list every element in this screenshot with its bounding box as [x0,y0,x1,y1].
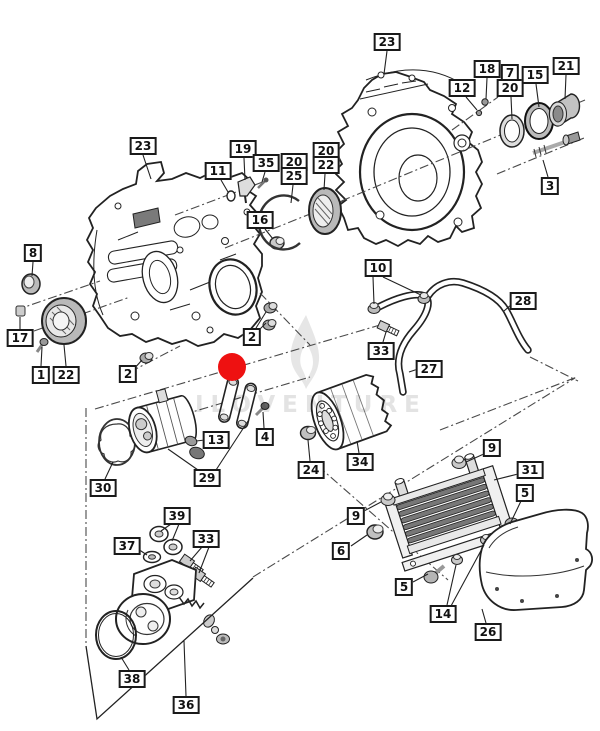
cap-17 [15,305,26,317]
oil-pump-body [131,559,197,616]
part-label-18: 18 [473,60,501,78]
part-label-36: 36 [172,696,200,714]
part-label-6: 6 [331,542,351,560]
leader-lines [19,50,567,697]
part-label-20: 20 [312,142,340,160]
part-label-2: 2 [242,328,262,346]
part-label-25: 25 [280,167,308,185]
bushing-21 [548,93,581,127]
part-label-16: 16 [246,211,274,229]
cap-under-13 [189,446,205,460]
flywheel-housing [332,69,484,248]
hose-nut-10 [367,302,381,314]
part-label-38: 38 [118,670,146,688]
part-label-17: 17 [6,329,34,347]
bearing-20-22 [308,187,342,235]
oil-hose-28 [424,277,532,354]
ball-18 [481,98,489,106]
seal-15 [524,102,554,140]
filter-adapter-29 [127,388,198,454]
nut-9 [380,492,396,506]
plug-24 [299,425,317,441]
cooler-cover-26 [478,508,593,611]
plug-6 [366,524,384,540]
part-label-12: 12 [448,79,476,97]
oil-pipe [235,382,258,430]
part-label-10: 10 [364,259,392,277]
plug-2-left [139,352,154,364]
part-label-33: 33 [192,530,220,548]
part-label-35: 35 [252,154,280,172]
plugs-2-right [262,302,278,331]
oil-cooler-31 [383,453,513,572]
part-label-9: 9 [482,439,502,457]
part-label-14: 14 [429,605,457,623]
part-label-11: 11 [204,162,232,180]
bolt-3 [532,131,581,158]
part-label-1: 1 [31,366,51,384]
oil-hose-27 [371,291,432,396]
ball-12 [475,109,483,117]
part-label-28: 28 [509,292,537,310]
part-label-34: 34 [346,453,374,471]
crankcase-housing [85,160,263,347]
part-label-23: 23 [129,137,157,155]
part-label-23: 23 [373,33,401,51]
part-label-37: 37 [113,537,141,555]
relief-valve [178,596,230,645]
part-label-26: 26 [474,623,502,641]
part-label-21: 21 [552,57,580,75]
part-label-19: 19 [229,140,257,158]
part-label-7: 7 [500,64,520,82]
part-label-31: 31 [516,461,544,479]
seal-7-20 [499,114,525,148]
part-label-4: 4 [255,428,275,446]
part-label-24: 24 [297,461,325,479]
part-label-30: 30 [89,479,117,497]
part-label-8: 8 [23,244,43,262]
oring-38 [95,610,137,660]
group-boundary-36 [85,577,254,721]
part-label-2: 2 [118,365,138,383]
part-label-29: 29 [193,469,221,487]
pump-cup-39 [149,525,183,556]
part-label-33: 33 [367,342,395,360]
nut-9 [451,455,467,469]
part-label-5: 5 [394,578,414,596]
part-label-27: 27 [415,360,443,378]
screw-35 [257,177,269,189]
part-label-5: 5 [515,484,535,502]
part-label-39: 39 [163,507,191,525]
seal-8 [21,273,41,295]
flame-watermark-icon [290,315,320,389]
hose-nut-10 [417,292,431,304]
plug-13 [184,435,198,447]
part-label-22: 22 [312,156,340,174]
part-label-9: 9 [346,507,366,525]
sensor-19 [237,176,256,204]
fitting-33 [376,319,400,337]
bearing-22 [41,297,87,345]
part-label-13: 13 [202,431,230,449]
oring-11 [226,190,236,202]
click-marker [218,353,246,381]
part-label-22: 22 [52,366,80,384]
bolt-1 [35,338,49,353]
bolt-4 [254,402,270,417]
part-label-3: 3 [540,177,560,195]
part-label-20: 20 [496,79,524,97]
pump-rotor [115,593,171,645]
part-label-15: 15 [521,66,549,84]
oil-filter-34 [310,373,393,451]
watermark-text: ILOVENTURE [195,392,427,418]
nut-14 [451,554,463,565]
